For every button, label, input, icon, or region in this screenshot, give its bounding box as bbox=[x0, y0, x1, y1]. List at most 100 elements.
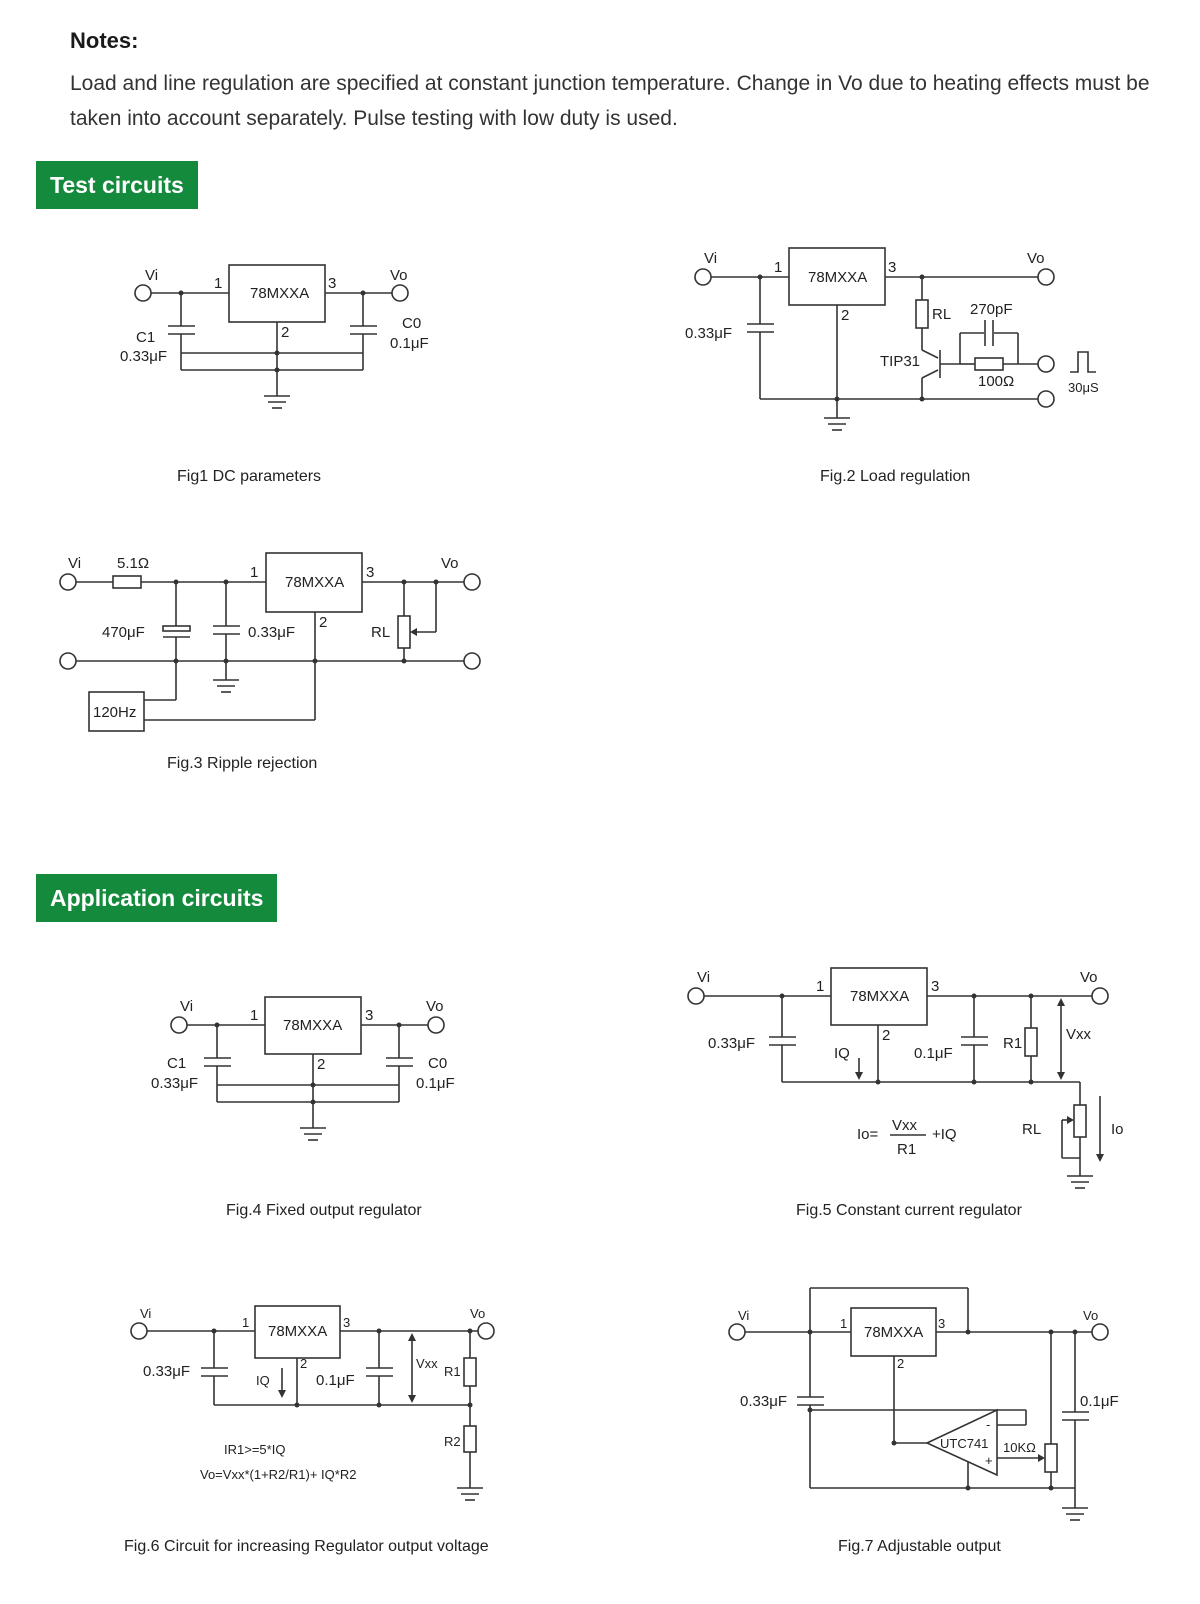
fig6-ic-label: 78MXXA bbox=[268, 1323, 327, 1340]
fig2-vo-label: Vo bbox=[1027, 250, 1045, 267]
fig2-pulse-terminal bbox=[1037, 355, 1055, 373]
fig5-cin-label: 0.33μF bbox=[708, 1035, 755, 1052]
fig3-vo-terminal bbox=[463, 573, 481, 591]
fig7-pot-label: 10KΩ bbox=[1003, 1440, 1036, 1455]
fig6-r2-label: R2 bbox=[444, 1434, 461, 1449]
fig7-opamp-plus: + bbox=[985, 1453, 993, 1468]
fig6-vxx-label: Vxx bbox=[416, 1356, 438, 1371]
fig6-r2-resistor bbox=[463, 1425, 477, 1453]
fig2-pulse-icon bbox=[1070, 351, 1096, 373]
fig4-ic-label: 78MXXA bbox=[283, 1017, 342, 1034]
fig1-vo-terminal bbox=[391, 284, 409, 302]
fig6-cout-label: 0.1μF bbox=[316, 1372, 355, 1389]
section-application-circuits: Application circuits bbox=[36, 874, 278, 922]
fig7-vi-label: Vi bbox=[738, 1308, 749, 1323]
fig4-fixed-output-regulator: 78MXXA Vi Vo 1 3 2 C1 0.33μF C0 0.1μF Fi… bbox=[151, 996, 455, 1219]
fig6-caption: Fig.6 Circuit for increasing Regulator o… bbox=[124, 1538, 489, 1555]
fig2-pin3: 3 bbox=[888, 259, 896, 276]
fig3-res-label: 5.1Ω bbox=[117, 555, 149, 572]
fig3-5ohm-resistor bbox=[112, 575, 142, 589]
fig7-10k-potentiometer bbox=[1044, 1443, 1058, 1473]
fig6-r1-resistor bbox=[463, 1357, 477, 1387]
fig7-cout-label: 0.1μF bbox=[1080, 1393, 1119, 1410]
fig5-iq-label: IQ bbox=[834, 1045, 850, 1062]
fig3-ripple-rejection: 78MXXA Vi Vo 1 3 2 5.1Ω 470μF 0.33μF RL … bbox=[59, 552, 481, 772]
fig2-transistor bbox=[921, 349, 939, 359]
fig2-caption: Fig.2 Load regulation bbox=[820, 468, 970, 485]
fig7-adjustable-output: 78MXXA Vi Vo 1 3 2 0.33μF 0.1μF UTC741 1… bbox=[728, 1287, 1119, 1555]
fig7-pin3: 3 bbox=[938, 1316, 945, 1331]
fig7-vo-label: Vo bbox=[1083, 1308, 1098, 1323]
fig2-rl-resistor bbox=[915, 299, 929, 329]
fig5-pin2: 2 bbox=[882, 1027, 890, 1044]
fig2-pulse-label: 30μS bbox=[1068, 380, 1099, 395]
fig7-pin1: 1 bbox=[840, 1316, 847, 1331]
fig6-cin-label: 0.33μF bbox=[143, 1363, 190, 1380]
fig3-vi-terminal bbox=[59, 573, 77, 591]
fig6-r1-label: R1 bbox=[444, 1364, 461, 1379]
fig3-rl-potentiometer bbox=[397, 615, 411, 649]
fig5-formula-rhs: +IQ bbox=[932, 1126, 957, 1143]
notes-title: Notes: bbox=[70, 28, 139, 53]
fig7-opamp-label: UTC741 bbox=[940, 1436, 988, 1451]
fig2-cap-label: 270pF bbox=[970, 301, 1013, 318]
fig5-r1-label: R1 bbox=[1003, 1035, 1022, 1052]
fig7-vo-terminal bbox=[1091, 1323, 1109, 1341]
fig3-470uf-capacitor bbox=[162, 625, 191, 632]
section-test-circuits: Test circuits bbox=[36, 161, 198, 209]
fig2-transistor-label: TIP31 bbox=[880, 353, 920, 370]
fig4-vo-terminal bbox=[427, 1016, 445, 1034]
fig2-rl-label: RL bbox=[932, 306, 951, 323]
fig6-iq-label: IQ bbox=[256, 1373, 270, 1388]
fig5-vi-terminal bbox=[687, 987, 705, 1005]
fig6-eq2: Vo=Vxx*(1+R2/R1)+ IQ*R2 bbox=[200, 1467, 356, 1482]
fig3-pin1: 1 bbox=[250, 564, 258, 581]
fig6-vo-terminal bbox=[477, 1322, 495, 1340]
fig2-100ohm-resistor bbox=[974, 357, 1004, 371]
fig1-dc-parameters: 78MXXA Vi Vo 1 3 2 C1 0.33μF C0 0.1μF Fi… bbox=[120, 264, 429, 485]
fig2-pin1: 1 bbox=[774, 259, 782, 276]
fig3-gnd-in-terminal bbox=[59, 652, 77, 670]
fig3-rl-label: RL bbox=[371, 624, 390, 641]
fig7-ic-label: 78MXXA bbox=[864, 1324, 923, 1341]
fig3-pin3: 3 bbox=[366, 564, 374, 581]
fig5-formula-lhs: Io= bbox=[857, 1126, 879, 1143]
fig1-pin1: 1 bbox=[214, 275, 222, 292]
fig4-pin1: 1 bbox=[250, 1007, 258, 1024]
fig5-pin1: 1 bbox=[816, 978, 824, 995]
fig2-vo-terminal bbox=[1037, 268, 1055, 286]
fig4-pin3: 3 bbox=[365, 1007, 373, 1024]
fig1-vi-terminal bbox=[134, 284, 152, 302]
fig4-pin2: 2 bbox=[317, 1056, 325, 1073]
fig1-caption: Fig1 DC parameters bbox=[177, 468, 321, 485]
fig3-caption: Fig.3 Ripple rejection bbox=[167, 755, 317, 772]
fig6-pin1: 1 bbox=[242, 1315, 249, 1330]
fig1-vi-label: Vi bbox=[145, 267, 158, 284]
fig7-pin2: 2 bbox=[897, 1356, 904, 1371]
fig5-cout-label: 0.1μF bbox=[914, 1045, 953, 1062]
fig2-res-label: 100Ω bbox=[978, 373, 1014, 390]
fig4-c1-value: 0.33μF bbox=[151, 1075, 198, 1092]
fig2-load-regulation: 78MXXA Vi Vo 1 3 2 0.33μF RL 270pF TIP31… bbox=[685, 247, 1099, 485]
fig7-opamp-minus: - bbox=[986, 1417, 990, 1432]
fig5-vi-label: Vi bbox=[697, 969, 710, 986]
fig1-c1-value: 0.33μF bbox=[120, 348, 167, 365]
fig3-source-label: 120Hz bbox=[93, 704, 136, 721]
fig2-vi-terminal bbox=[694, 268, 712, 286]
fig4-vi-terminal bbox=[170, 1016, 188, 1034]
fig3-120hz-source bbox=[88, 691, 145, 732]
fig7-opamp bbox=[925, 1408, 998, 1477]
fig5-pin3: 3 bbox=[931, 978, 939, 995]
fig4-vo-label: Vo bbox=[426, 998, 444, 1015]
fig3-ic-label: 78MXXA bbox=[285, 574, 344, 591]
fig2-vi-label: Vi bbox=[704, 250, 717, 267]
fig5-vo-label: Vo bbox=[1080, 969, 1098, 986]
fig5-vxx-label: Vxx bbox=[1066, 1026, 1092, 1043]
fig3-pin2: 2 bbox=[319, 614, 327, 631]
fig6-pin3: 3 bbox=[343, 1315, 350, 1330]
fig1-ic-label: 78MXXA bbox=[250, 285, 309, 302]
fig5-rl-label: RL bbox=[1022, 1121, 1041, 1138]
fig6-vi-label: Vi bbox=[140, 1306, 151, 1321]
fig7-regulator-ic bbox=[850, 1307, 937, 1357]
fig4-vi-label: Vi bbox=[180, 998, 193, 1015]
